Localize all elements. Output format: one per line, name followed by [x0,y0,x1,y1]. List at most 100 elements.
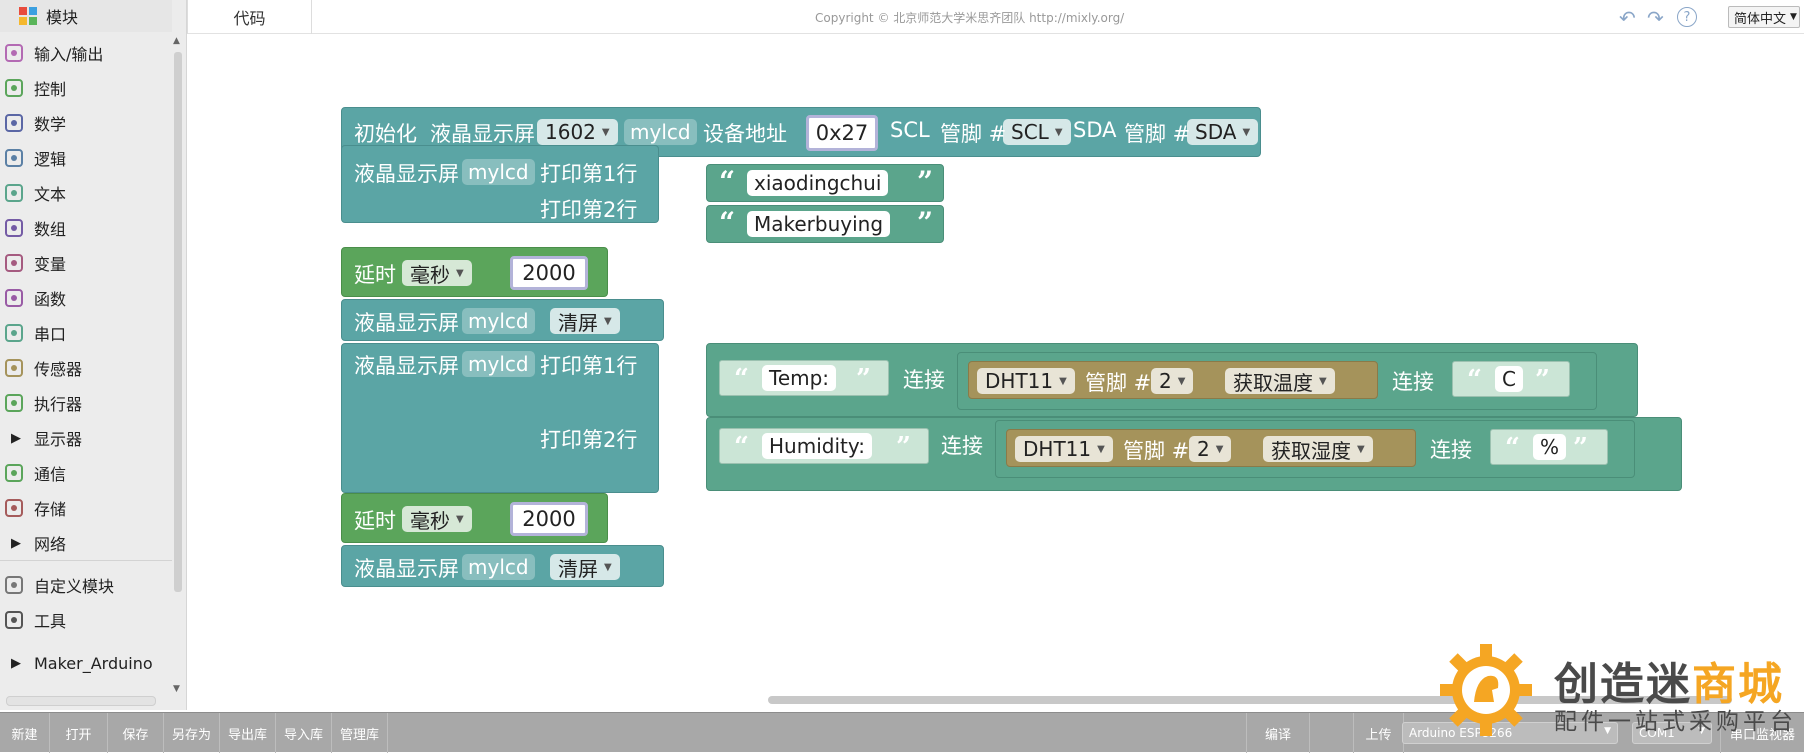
serial-monitor-button[interactable]: 串口监视器 [1720,713,1804,753]
pin-dropdown[interactable]: 2▼ [1151,368,1194,394]
lcd-print-block-1[interactable]: 液晶显示屏 mylcd 打印第1行 打印第2行 [341,145,659,223]
sidebar-item-1[interactable]: 控制 [0,73,172,103]
sidebar-item-12[interactable]: 通信 [0,458,172,488]
string-value[interactable]: Humidity: [762,433,872,459]
sidebar-horizontal-scrollbar[interactable] [6,696,156,706]
sidebar-item-5[interactable]: 数组 [0,213,172,243]
delay-unit-dropdown[interactable]: 毫秒▼ [402,260,472,287]
delay-block-1[interactable]: 延时 毫秒▼ 2000 [341,247,608,297]
lcd-model-dropdown[interactable]: 1602▼ [537,119,618,145]
redo-icon[interactable]: ↷ [1647,6,1664,30]
sidebar-item-16[interactable]: 工具 [0,605,172,635]
workspace-horizontal-scrollbar[interactable] [768,696,1732,704]
sidebar-item-15[interactable]: 自定义模块 [0,570,172,600]
concat-block-inner2[interactable]: DHT11▼ 管脚 # 2▼ 获取湿度▼ 连接 “ % ” [995,420,1635,478]
sidebar-item-10[interactable]: 执行器 [0,388,172,418]
delay-unit-dropdown[interactable]: 毫秒▼ [402,506,472,533]
sidebar-item-label: 串口 [34,325,67,344]
sensor-icon [2,356,26,380]
new-button[interactable]: 新建 [0,713,50,753]
lcd-label: 液晶显示屏 [354,354,459,378]
clear-action-dropdown[interactable]: 清屏▼ [550,308,620,335]
export-lib-button[interactable]: 导出库 [220,713,276,753]
scl-pin-dropdown[interactable]: SCL▼ [1003,119,1071,145]
sda-pin-dropdown[interactable]: SDA▼ [1187,119,1259,145]
sidebar-item-6[interactable]: 变量 [0,248,172,278]
lcd-init-block[interactable]: 初始化 液晶显示屏 1602▼ mylcd 设备地址 0x27 SCL 管脚 #… [341,107,1261,157]
undo-icon[interactable]: ↶ [1619,6,1636,30]
manage-lib-button[interactable]: 管理库 [332,713,388,753]
io-icon [2,41,26,65]
sidebar-item-label: 通信 [34,465,67,484]
delay-value[interactable]: 2000 [510,502,588,536]
help-icon[interactable]: ? [1677,7,1697,27]
sensor-dropdown[interactable]: DHT11▼ [977,368,1075,394]
sidebar-item-7[interactable]: 函数 [0,283,172,313]
sidebar-item-2[interactable]: 数学 [0,108,172,138]
string-value[interactable]: % [1533,434,1567,460]
save-button[interactable]: 保存 [108,713,164,753]
sidebar-item-9[interactable]: 传感器 [0,353,172,383]
open-button[interactable]: 打开 [50,713,108,753]
concat-label: 连接 [903,368,945,392]
lcd-clear-block-2[interactable]: 液晶显示屏 mylcd 清屏▼ [341,545,664,587]
lcd-name-field[interactable]: mylcd [462,554,535,580]
sidebar-item-11[interactable]: ▶显示器 [0,423,172,453]
string-block-unit-percent[interactable]: “ % ” [1490,429,1608,465]
lcd-print-block-2[interactable]: 液晶显示屏 mylcd 打印第1行 打印第2行 [341,343,659,493]
string-value[interactable]: xiaodingchui [747,170,889,196]
string-block-2[interactable]: “ Makerbuying ” [706,205,944,243]
sensor-dropdown[interactable]: DHT11▼ [1015,436,1113,462]
concat-block-line1[interactable]: “ Temp: ” 连接 DHT11▼ 管脚 # 2▼ 获取温度▼ 连接 “ C… [706,343,1638,417]
sidebar-item-label: 控制 [34,80,67,99]
board-select[interactable]: Arduino ESP8266 ▼ [1402,722,1618,744]
dht-block-temp[interactable]: DHT11▼ 管脚 # 2▼ 获取温度▼ [968,361,1378,399]
sidebar-item-14[interactable]: ▶网络 [0,528,172,558]
string-block-1[interactable]: “ xiaodingchui ” [706,164,944,202]
lcd-name-field[interactable]: mylcd [462,159,535,185]
string-block-temp[interactable]: “ Temp: ” [719,360,889,396]
operation-dropdown[interactable]: 获取湿度▼ [1263,436,1373,463]
code-tab[interactable]: 代码 [187,0,312,34]
sidebar-item-0[interactable]: 输入/输出 [0,38,172,68]
variable-icon [2,251,26,275]
serial-icon [2,321,26,345]
concat-label: 连接 [1430,438,1472,462]
delay-value[interactable]: 2000 [510,256,588,290]
compile-button[interactable]: 编译 [1246,713,1310,753]
string-block-humidity[interactable]: “ Humidity: ” [719,428,929,464]
sidebar-item-3[interactable]: 逻辑 [0,143,172,173]
lcd-name-field[interactable]: mylcd [462,308,535,334]
row2-label: 打印第2行 [540,428,638,452]
watermark-tagline: 配件一站式采购平台 [1554,709,1797,735]
upload-button[interactable]: 上传 [1354,713,1404,753]
string-value[interactable]: Temp: [762,365,837,391]
port-select[interactable]: COM1 ▼ [1632,722,1712,744]
delay-block-2[interactable]: 延时 毫秒▼ 2000 [341,493,608,543]
block-workspace[interactable]: 初始化 液晶显示屏 1602▼ mylcd 设备地址 0x27 SCL 管脚 #… [188,35,1804,710]
lcd-name-field[interactable]: mylcd [624,119,697,145]
operation-dropdown[interactable]: 获取温度▼ [1225,368,1335,395]
concat-block-inner1[interactable]: DHT11▼ 管脚 # 2▼ 获取温度▼ 连接 “ C ” [957,352,1597,410]
dht-block-humidity[interactable]: DHT11▼ 管脚 # 2▼ 获取湿度▼ [1006,429,1416,467]
sidebar-item-8[interactable]: 串口 [0,318,172,348]
sidebar-item-4[interactable]: 文本 [0,178,172,208]
lcd-name-field[interactable]: mylcd [462,351,535,377]
pin-dropdown[interactable]: 2▼ [1189,436,1232,462]
sidebar-scrollbar[interactable]: ▲ ▼ [172,36,184,696]
sidebar-divider [0,560,172,561]
string-block-unit-c[interactable]: “ C ” [1452,361,1570,397]
save-as-button[interactable]: 另存为 [164,713,220,753]
toolbox-sidebar: 模块 输入/输出控制数学逻辑文本数组变量函数串口传感器执行器▶显示器通信存储▶网… [0,0,187,710]
string-value[interactable]: C [1495,366,1523,392]
sidebar-item-17[interactable]: ▶Maker_Arduino [0,648,172,678]
concat-block-line2[interactable]: “ Humidity: ” 连接 DHT11▼ 管脚 # 2▼ 获取湿度▼ 连接… [706,417,1682,491]
string-value[interactable]: Makerbuying [747,211,891,237]
clear-action-dropdown[interactable]: 清屏▼ [550,554,620,581]
import-lib-button[interactable]: 导入库 [276,713,332,753]
address-value[interactable]: 0x27 [806,115,878,151]
language-select[interactable]: 简体中文 ▼ [1728,6,1800,28]
sidebar-item-13[interactable]: 存储 [0,493,172,523]
lcd-clear-block-1[interactable]: 液晶显示屏 mylcd 清屏▼ [341,299,664,341]
init-label: 初始化 [354,122,417,146]
